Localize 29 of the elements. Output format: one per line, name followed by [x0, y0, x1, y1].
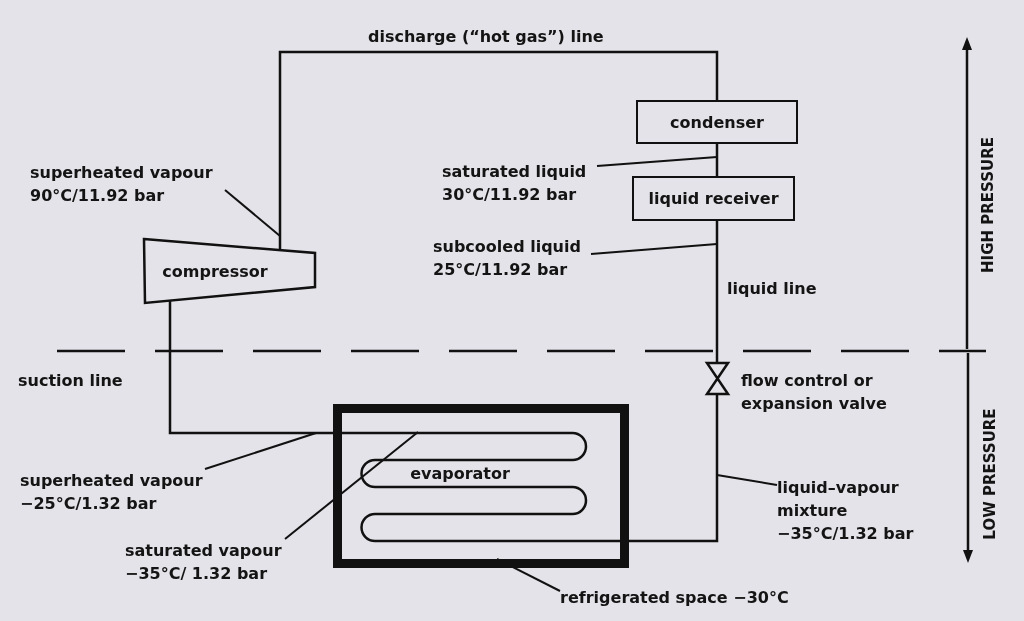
component-box: condenser	[636, 100, 798, 144]
pipe-line	[715, 144, 719, 176]
leader-line	[590, 243, 718, 255]
leader-line	[284, 431, 419, 540]
leader-line	[204, 432, 317, 470]
pipe-line	[278, 50, 719, 250]
leader-line	[496, 558, 561, 592]
valve-symbol	[706, 362, 729, 395]
component-box: liquid receiver	[632, 176, 795, 221]
pressure-label: HIGH PRESSURE	[977, 137, 998, 273]
annotation-text: liquid–vapour mixture −35°C/1.32 bar	[777, 476, 922, 545]
leader-line	[716, 474, 778, 486]
annotation-text: superheated vapour −25°C/1.32 bar	[20, 469, 215, 515]
coil-label: evaporator	[409, 463, 511, 485]
pipe-line	[715, 221, 719, 362]
pipe-line	[608, 395, 719, 543]
annotation-text: flow control or expansion valve	[741, 370, 888, 415]
leader-line	[596, 156, 718, 167]
annotation-text: superheated vapour 90°C/11.92 bar	[30, 161, 225, 207]
annotation-text: saturated liquid 30°C/11.92 bar	[442, 160, 597, 206]
pipe-line	[168, 300, 360, 435]
compressor-block: compressor	[143, 238, 317, 304]
pressure-label: LOW PRESSURE	[979, 408, 1000, 540]
evaporator-coil	[360, 432, 608, 543]
annotation-text: refrigerated space −30°C	[560, 586, 789, 609]
enclosure-box	[333, 404, 629, 568]
annotation-text: subcooled liquid 25°C/11.92 bar	[433, 235, 591, 281]
leader-line	[224, 189, 281, 237]
annotation-text: saturated vapour −35°C/ 1.32 bar	[125, 539, 292, 585]
